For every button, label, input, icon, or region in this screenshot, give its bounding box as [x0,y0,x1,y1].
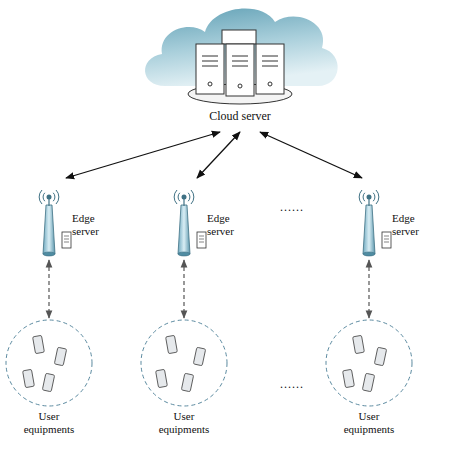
backhaul-link [197,132,240,178]
edge-server-node: Edge server [30,178,110,260]
backhaul-link [260,132,362,178]
phone-icon [23,369,35,387]
phone-icon [42,373,54,391]
edge-server-node: Edge server [350,178,430,260]
phone-icon [374,347,386,365]
edge-server-label: Edge server [392,212,428,238]
user-group-label: User equipments [149,410,219,436]
ellipsis-label: ...... [280,200,304,215]
antenna-icon [39,190,59,256]
antenna-icon [359,190,379,256]
dashed-link [183,260,184,318]
backhaul-link [66,132,220,178]
cloud-node: Cloud server [140,0,340,132]
user-group-label: User equipments [14,410,84,436]
edge-server-icon [197,232,206,248]
dashed-circle [324,318,414,408]
antenna-icon [174,190,194,256]
ellipsis-label: ...... [280,377,304,392]
phone-icon [33,335,45,353]
user-group-circle: User equipments [324,318,414,440]
dashed-circle [4,318,94,408]
edge-server-icon [62,232,71,248]
user-group-circle: User equipments [4,318,94,440]
dashed-link [48,260,49,318]
edge-server-label: Edge server [207,212,243,238]
edge-server-node: Edge server [165,178,245,260]
phone-icon [54,347,66,365]
phone-icon [193,347,205,365]
phone-icon [166,335,178,353]
phone-icon [362,373,374,391]
cloud-label: Cloud server [140,110,340,123]
edge-server-label: Edge server [72,212,108,238]
phone-icon [353,335,365,353]
server-rack [188,30,292,104]
phone-icon [181,373,193,391]
phone-icon [343,369,355,387]
user-group-circle: User equipments [139,318,229,440]
edge-server-icon [382,232,391,248]
dashed-link [368,260,369,318]
antenna-symbols [39,190,391,256]
dashed-circle [139,318,229,408]
user-group-label: User equipments [334,410,404,436]
phone-icon [156,369,168,387]
